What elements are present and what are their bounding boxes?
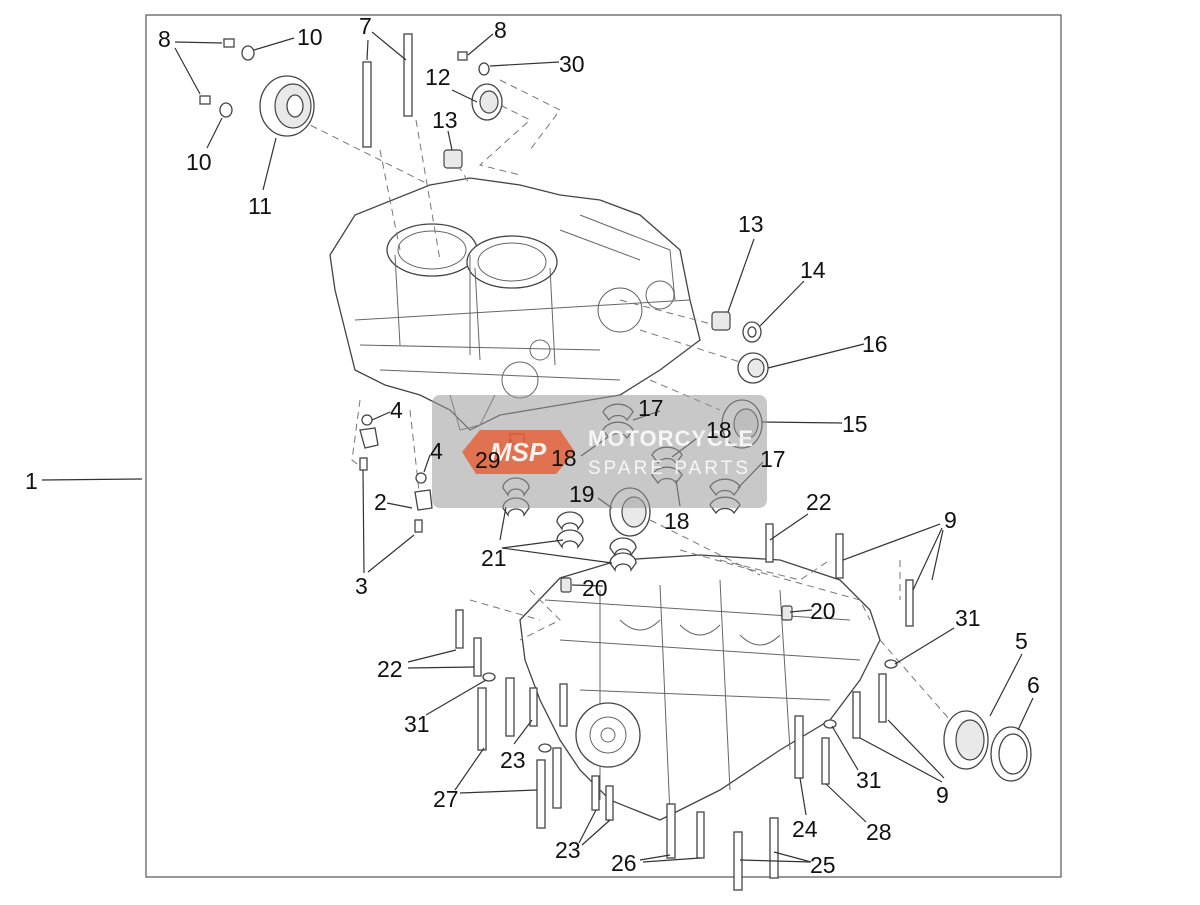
callout-4: 4 — [390, 397, 403, 423]
watermark-line2: SPARE PARTS — [588, 458, 751, 479]
callout-20: 20 — [810, 598, 836, 624]
callout-18: 18 — [706, 417, 732, 443]
callout-22: 22 — [806, 489, 832, 515]
callout-21: 21 — [481, 545, 507, 571]
part-20-dowels — [560, 577, 793, 621]
callout-5: 5 — [1015, 628, 1028, 654]
callout-19: 19 — [569, 481, 595, 507]
leader-1 — [41, 478, 143, 481]
part-16-seal — [737, 352, 769, 384]
watermark-band — [432, 395, 767, 508]
part-7-studs — [362, 33, 413, 148]
callout-22: 22 — [377, 656, 403, 682]
bolts — [455, 523, 914, 891]
watermark-logo — [462, 430, 575, 474]
callout-23: 23 — [500, 747, 526, 773]
callout-26: 26 — [611, 850, 637, 876]
callout-30: 30 — [559, 51, 585, 77]
part-5-6-seals — [943, 710, 1032, 782]
callout-29: 29 — [475, 447, 501, 473]
callout-9: 9 — [936, 782, 949, 808]
callout-24: 24 — [792, 816, 818, 842]
watermark: MSP MOTORCYCLE SPARE PARTS — [432, 395, 767, 508]
callout-15: 15 — [842, 411, 868, 437]
part-13-bushings — [443, 149, 731, 331]
part-12-seal — [471, 83, 503, 121]
upper-crankcase — [329, 177, 701, 431]
callout-13: 13 — [738, 211, 764, 237]
callout-31: 31 — [955, 605, 981, 631]
callout-7: 7 — [359, 13, 372, 39]
callout-10: 10 — [186, 149, 212, 175]
watermark-logo-text: MSP — [490, 437, 547, 467]
part-11-bearing — [259, 75, 315, 137]
callout-18: 18 — [551, 445, 577, 471]
callout-14: 14 — [800, 257, 826, 283]
callout-12: 12 — [425, 64, 451, 90]
callout-6: 6 — [1027, 672, 1040, 698]
callout-2: 2 — [374, 489, 387, 515]
diagram-frame — [145, 14, 1062, 878]
callout-18: 18 — [664, 508, 690, 534]
callout-27: 27 — [433, 786, 459, 812]
callout-8: 8 — [158, 26, 171, 52]
watermark-line1: MOTORCYCLE — [588, 426, 754, 451]
callout-17: 17 — [638, 395, 664, 421]
callout-31: 31 — [404, 711, 430, 737]
callout-8: 8 — [494, 17, 507, 43]
callout-10: 10 — [297, 24, 323, 50]
callout-16: 16 — [862, 331, 888, 357]
part-8-10-screws — [199, 38, 490, 118]
part-14-ring — [742, 321, 762, 343]
callout-25: 25 — [810, 852, 836, 878]
callout-28: 28 — [866, 819, 892, 845]
callout-1: 1 — [25, 468, 38, 494]
callout-20: 20 — [582, 575, 608, 601]
callout-labels: 1 2 3 4 4 5 6 7 8 8 9 9 10 10 11 12 13 1… — [25, 13, 1040, 878]
callout-3: 3 — [355, 573, 368, 599]
callout-31: 31 — [856, 767, 882, 793]
part-2-3-4-nozzles — [359, 414, 433, 533]
callout-11: 11 — [248, 193, 272, 219]
callout-17: 17 — [760, 446, 786, 472]
callout-4: 4 — [430, 438, 443, 464]
callout-23: 23 — [555, 837, 581, 863]
callout-9: 9 — [944, 507, 957, 533]
callout-13: 13 — [432, 107, 458, 133]
